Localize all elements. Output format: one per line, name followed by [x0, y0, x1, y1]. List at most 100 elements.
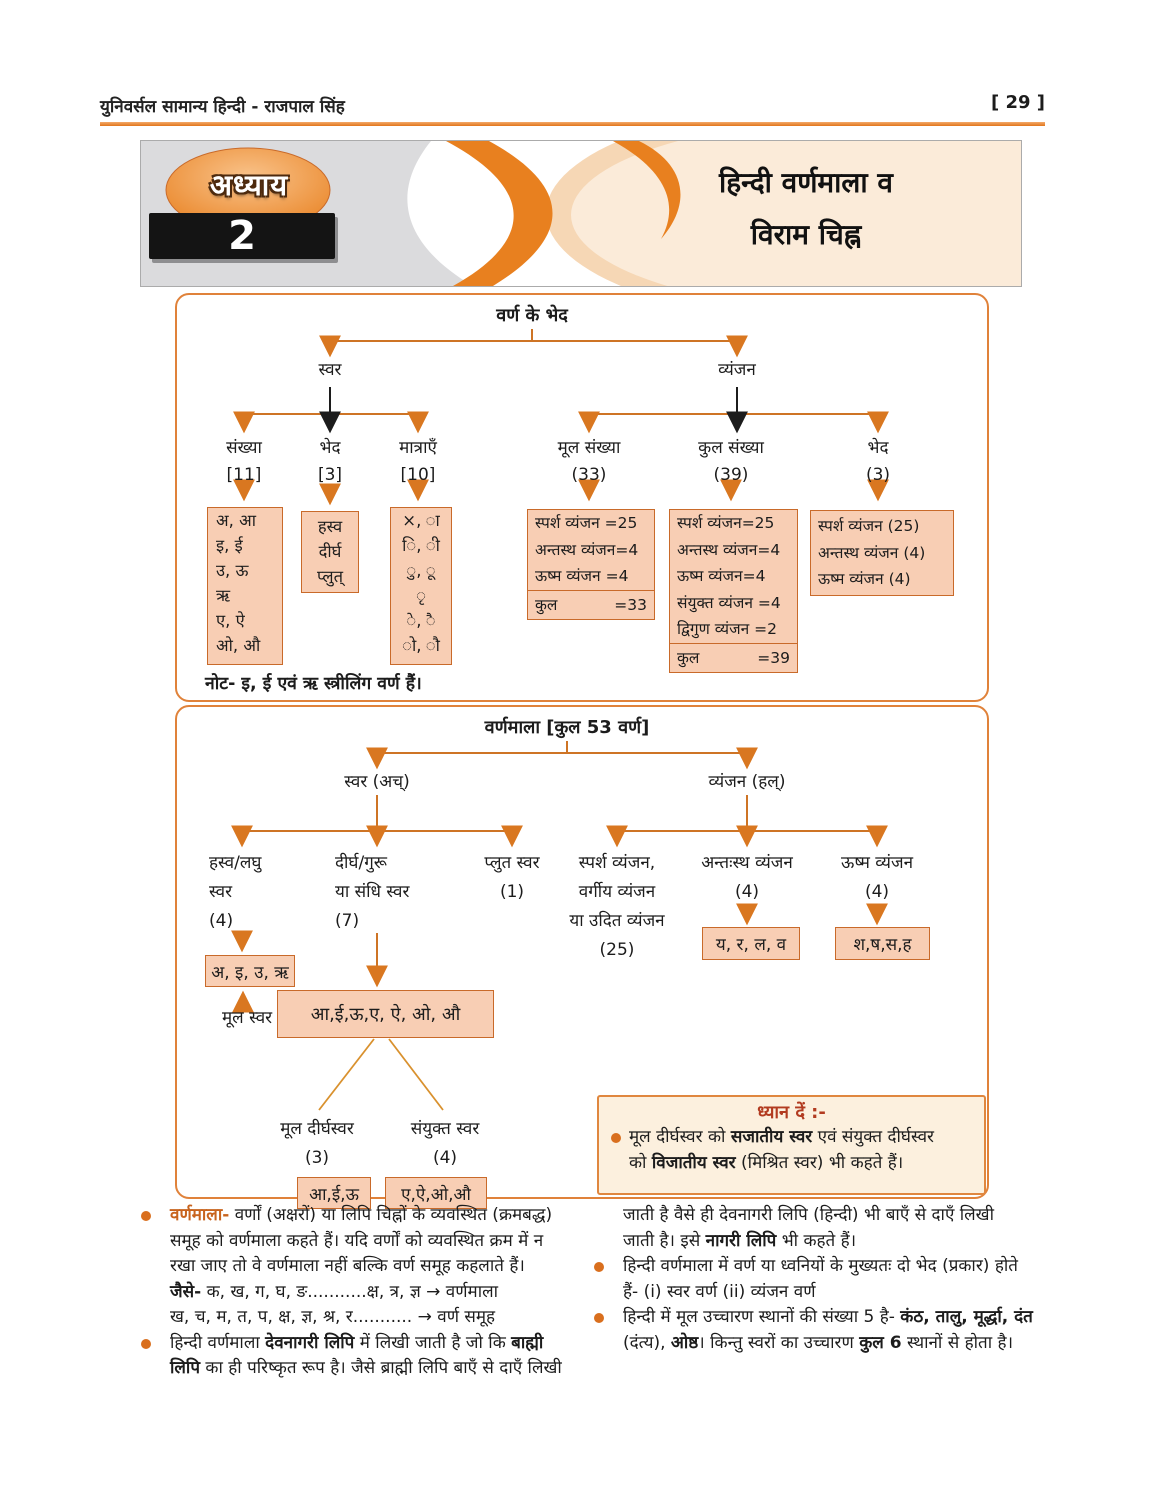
- chart1-node-kul-sankhya: कुल संख्या (39): [698, 435, 764, 489]
- text-segment: मूल दीर्घस्वर को: [629, 1127, 731, 1147]
- text-line: हैं- (i) स्वर वर्ण (ii) व्यंजन वर्ण: [593, 1280, 1053, 1306]
- text-segment: को: [629, 1152, 652, 1173]
- text-line: (दंत्य), ओष्ठ। किन्तु स्वरों का उच्चारण …: [593, 1331, 1053, 1357]
- notes-column-left: वर्णमाला- वर्णों (अक्षरों) या लिपि चिह्न…: [140, 1203, 590, 1382]
- text-line: हिन्दी वर्णमाला देवनागरी लिपि में लिखी ज…: [140, 1331, 590, 1357]
- text-segment: ख, च, म, त, प, क्ष, ज्ञ, श्र, र.........…: [170, 1307, 496, 1327]
- box-row: ऋ: [216, 586, 231, 605]
- bold-term: बाह्मी: [511, 1332, 544, 1353]
- node-label: भेद: [319, 438, 341, 458]
- bold-term: जैसे-: [170, 1281, 202, 1302]
- box-row: संयुक्त स्वर: [410, 1119, 480, 1139]
- bullet-icon: [141, 1211, 151, 1221]
- chart2-long-vowel-box: आ,ई,ऊ,ए, ऐ, ओ, औ: [277, 990, 494, 1038]
- node-count: [11]: [226, 465, 262, 485]
- box-row: (4): [864, 882, 890, 902]
- box-row: ×, ा: [402, 511, 440, 530]
- box-row: (3): [304, 1148, 330, 1168]
- node-count: [3]: [317, 465, 343, 485]
- box-row: संयुक्त व्यंजन =4: [677, 593, 781, 612]
- chart1-mool-box: स्पर्श व्यंजन =25 अन्तस्थ व्यंजन=4 ऊष्म व्…: [527, 509, 655, 620]
- box-row: ु, ू: [406, 561, 436, 580]
- box-row: इ, ई: [216, 536, 243, 555]
- box-row: अन्तस्थ व्यंजन (4): [818, 543, 926, 562]
- chart1-vyanjan: व्यंजन: [718, 360, 756, 380]
- text-segment: स्थानों से होता है।: [901, 1332, 1014, 1353]
- total-value: =39: [757, 648, 790, 667]
- text-line: रखा जाए तो वे वर्णमाला नहीं बल्कि वर्ण स…: [140, 1254, 590, 1280]
- box-row: ओ, औ: [216, 636, 261, 655]
- box-row: वर्गीय व्यंजन: [578, 882, 656, 902]
- bold-term: देवनागरी लिपि: [265, 1332, 355, 1353]
- box-row: उ, ऊ: [216, 561, 249, 580]
- box-row: या संधि स्वर: [335, 882, 410, 902]
- chart2-swar: स्वर (अच्): [344, 772, 410, 792]
- box-row: अन्तःस्थ व्यंजन: [701, 853, 793, 873]
- bold-term: विजातीय स्वर: [651, 1152, 736, 1173]
- chart1-node-bhed: भेद [3]: [318, 435, 342, 489]
- text-segment: समूह को वर्णमाला कहते हैं। यदि वर्णों को…: [170, 1230, 544, 1251]
- text-line: लिपि का ही परिष्कृत रूप है। जैसे ब्राह्म…: [140, 1356, 590, 1382]
- chart2-col-ushm: ऊष्म व्यंजन(4): [841, 849, 913, 907]
- box-row: दीर्घ/गुरू: [335, 853, 387, 873]
- box-row: मूल दीर्घस्वर: [280, 1119, 354, 1139]
- box-row: (4): [432, 1148, 458, 1168]
- box-row: हस्व/लघु: [209, 853, 262, 873]
- box-row: (25): [599, 940, 635, 960]
- text-line: जाती है। इसे नागरी लिपि भी कहते हैं।: [593, 1229, 1053, 1255]
- notes-column-right: जाती है वैसे ही देवनागरी लिपि (हिन्दी) भ…: [593, 1203, 1053, 1356]
- chart2-title: वर्णमाला [कुल 53 वर्ण]: [484, 717, 650, 738]
- chart2-aiu-box: आ,ई,ऊ: [297, 1177, 371, 1209]
- chart1-matra-box: ×, ाि, ीु, ूृे, ैो, ौ: [390, 507, 452, 665]
- node-label: कुल संख्या: [698, 438, 764, 458]
- box-row: ि, ी: [402, 536, 440, 555]
- box-row: ऊष्म व्यंजन (4): [818, 570, 911, 588]
- chart2-col-antasth: अन्तःस्थ व्यंजन (4): [701, 849, 793, 907]
- text-line: जाती है वैसे ही देवनागरी लिपि (हिन्दी) भ…: [593, 1203, 1053, 1229]
- box-row: प्लुत्: [317, 567, 343, 586]
- box-row: अन्तस्थ व्यंजन=4: [677, 540, 781, 559]
- bullet-icon: [611, 1133, 621, 1143]
- bold-term: कुल 6: [859, 1332, 902, 1353]
- text-line: ख, च, म, त, प, क्ष, ज्ञ, श्र, र.........…: [140, 1305, 590, 1331]
- page-number: [ 29 ]: [990, 92, 1045, 113]
- bullet-icon: [594, 1262, 604, 1272]
- text-segment: जाती है वैसे ही देवनागरी लिपि (हिन्दी) भ…: [623, 1205, 994, 1225]
- attention-title: ध्यान दें :-: [757, 1102, 826, 1123]
- mool-box-rows: स्पर्श व्यंजन =25 अन्तस्थ व्यंजन=4 ऊष्म व्…: [528, 510, 654, 590]
- box-row: दीर्घ: [318, 542, 342, 561]
- box-row: स्पर्श व्यंजन =25: [535, 514, 638, 532]
- chart-varnamala: वर्णमाला [कुल 53 वर्ण] स्वर (अच्) व्यंजन…: [175, 705, 989, 1209]
- text-line: मूल दीर्घस्वर को सजातीय स्वर एवं संयुक्त…: [599, 1125, 984, 1151]
- box-row: ऊष्म व्यंजन =4: [535, 567, 629, 585]
- box-row: ो, ौ: [402, 636, 440, 655]
- total-label: कुल: [677, 648, 700, 667]
- chart2-mool-dirgh: मूल दीर्घस्वर (3): [280, 1115, 354, 1173]
- box-row: (4): [734, 882, 760, 902]
- chart1-node-vbhed: भेद (3): [866, 435, 890, 489]
- box-row: द्विगुण व्यंजन =2: [677, 620, 777, 638]
- bold-term: ओष्ठ: [670, 1332, 699, 1353]
- text-segment: वर्णों (अक्षरों) या लिपि चिह्नों के व्यव…: [229, 1205, 553, 1225]
- chapter-title: हिन्दी वर्णमाला व विराम चिह्न: [571, 157, 1041, 261]
- text-line: को विजातीय स्वर (मिश्रित स्वर) भी कहते ह…: [599, 1151, 984, 1177]
- text-line: समूह को वर्णमाला कहते हैं। यदि वर्णों को…: [140, 1229, 590, 1255]
- text-segment: हिन्दी वर्णमाला में वर्ण या ध्वनियों के …: [623, 1256, 1018, 1276]
- text-segment: एवं संयुक्त दीर्घस्वर: [812, 1127, 934, 1147]
- banner-swoosh-small: [613, 141, 681, 239]
- text-segment: का ही परिष्कृत रूप है। जैसे ब्राह्मी लिप…: [200, 1358, 562, 1378]
- text-line: हिन्दी में मूल उच्चारण स्थानों की संख्या…: [593, 1305, 1053, 1331]
- chart2-ushm-box: श,ष,स,ह: [835, 927, 930, 960]
- box-row: अन्तस्थ व्यंजन=4: [535, 540, 639, 559]
- chart2-vyanjan: व्यंजन (हल्): [708, 772, 786, 792]
- box-row: ृ: [416, 586, 426, 605]
- text-line: हिन्दी वर्णमाला में वर्ण या ध्वनियों के …: [593, 1254, 1053, 1280]
- header-book-title: युनिवर्सल सामान्य हिन्दी - राजपाल सिंह: [100, 97, 345, 117]
- box-row: अ, आ: [216, 511, 256, 530]
- node-label: मात्राएँ: [399, 438, 437, 458]
- text-segment: हिन्दी में मूल उच्चारण स्थानों की संख्या…: [623, 1307, 901, 1327]
- chapter-title-line2: विराम चिह्न: [750, 218, 862, 251]
